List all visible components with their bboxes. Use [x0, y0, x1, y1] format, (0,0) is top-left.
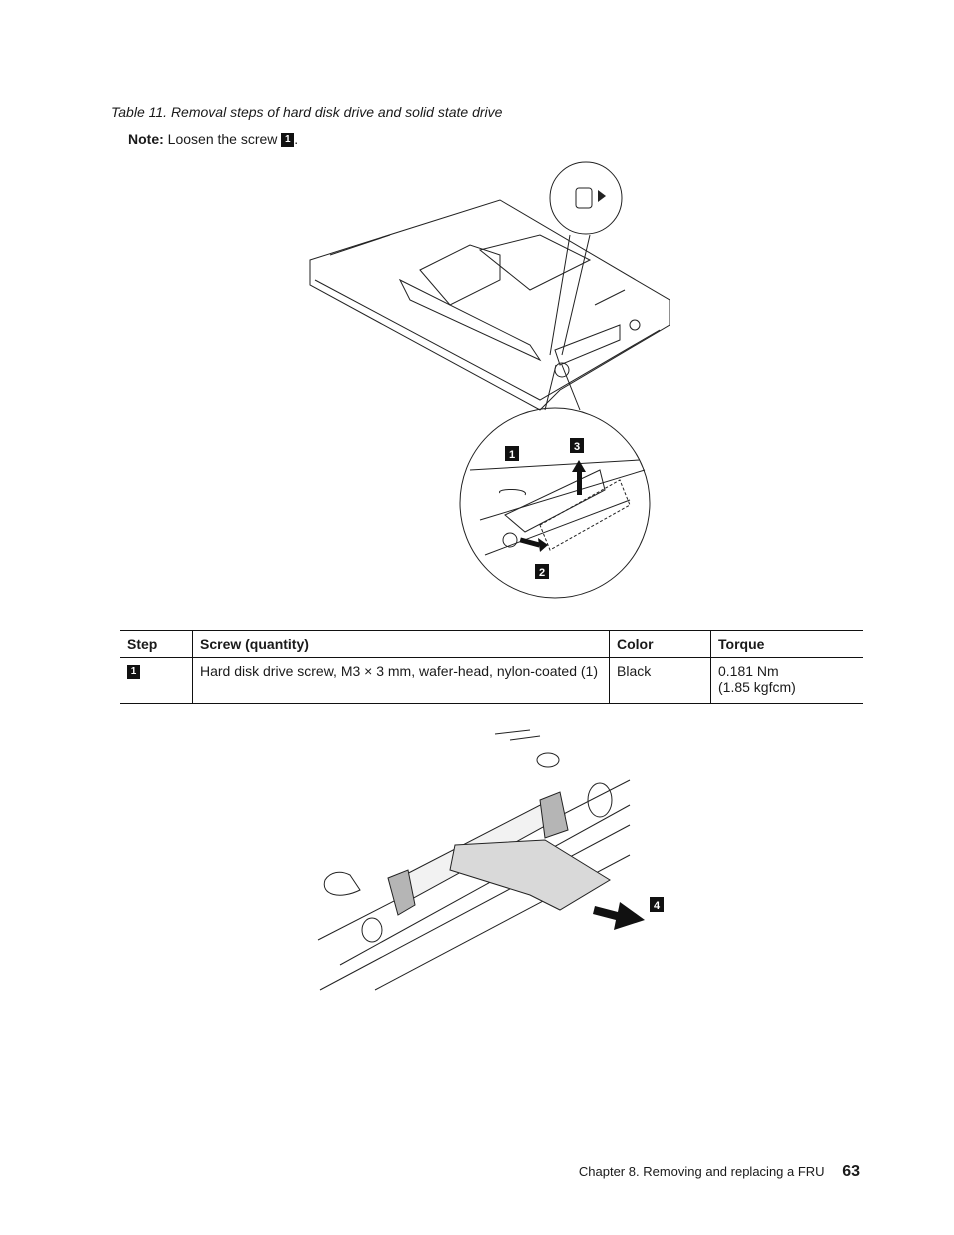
torque-alt-value: (1.85 kgfcm)	[718, 679, 796, 695]
cell-step: 1	[120, 657, 193, 704]
callout-2: 2	[539, 567, 545, 579]
table-caption: Table 11. Removal steps of hard disk dri…	[111, 104, 503, 120]
table-row: 1 Hard disk drive screw, M3 × 3 mm, wafe…	[120, 657, 863, 704]
callout-4: 4	[654, 900, 661, 912]
page-number: 63	[842, 1163, 860, 1180]
torque-value: 0.181 Nm	[718, 663, 779, 679]
header-screw: Screw (quantity)	[192, 630, 610, 658]
cell-torque: 0.181 Nm (1.85 kgfcm)	[710, 657, 863, 704]
note-label: Note:	[128, 131, 164, 147]
header-color: Color	[609, 630, 711, 658]
callout-1: 1	[509, 449, 515, 461]
callout-4-box	[650, 897, 664, 912]
cell-screw: Hard disk drive screw, M3 × 3 mm, wafer-…	[192, 657, 610, 704]
callout-3-box	[570, 438, 584, 453]
step-badge: 1	[127, 665, 140, 680]
callout-1-box	[505, 446, 519, 461]
table-header-row: Step Screw (quantity) Color Torque	[120, 630, 863, 658]
screw-table: Step Screw (quantity) Color Torque 1 Har…	[120, 630, 863, 704]
note-text: Loosen the screw	[167, 131, 278, 147]
callout-2-box	[535, 564, 549, 579]
cell-color: Black	[609, 657, 711, 704]
drive-tab-figure: 4	[317, 729, 664, 991]
chapter-title: Chapter 8. Removing and replacing a FRU	[578, 1164, 825, 1179]
callout-3: 3	[574, 441, 580, 453]
laptop-bottom-figure: 1 3 2	[309, 161, 670, 599]
page-footer: Chapter 8. Removing and replacing a FRU …	[579, 1163, 860, 1181]
note: Note: Loosen the screw 1.	[128, 131, 299, 148]
step-badge: 1	[281, 133, 295, 148]
header-torque: Torque	[710, 630, 863, 658]
note-tail: .	[294, 131, 299, 147]
header-step: Step	[120, 630, 193, 658]
